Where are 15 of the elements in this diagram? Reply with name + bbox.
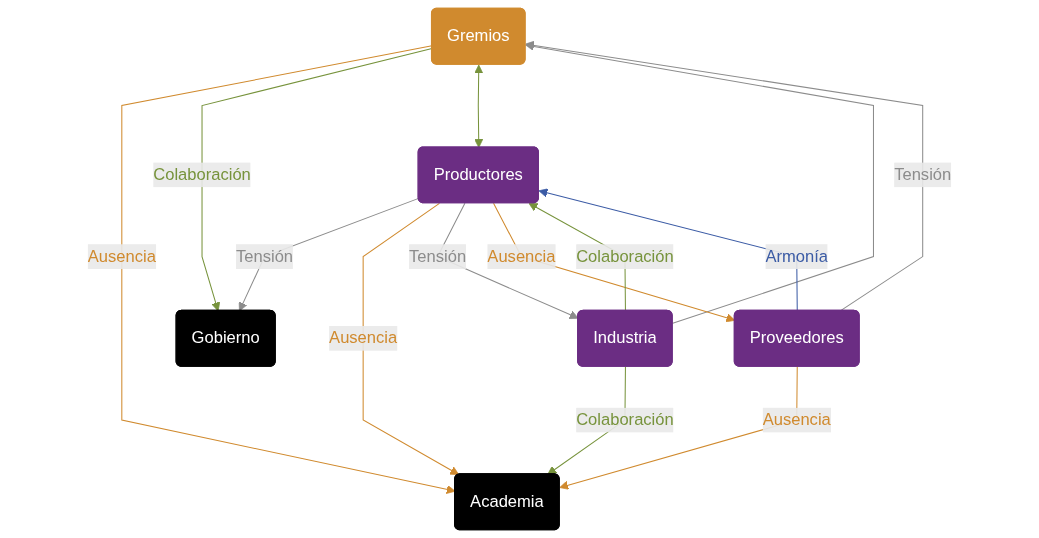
arrow bbox=[474, 64, 484, 148]
edge-label: Tensión bbox=[409, 247, 467, 265]
edge-label: Armonía bbox=[765, 247, 829, 265]
arrow bbox=[362, 202, 460, 476]
edge-label: Ausencia bbox=[329, 329, 398, 347]
edge-label: Colaboración bbox=[153, 165, 251, 184]
edge-label: Ausencia bbox=[762, 410, 831, 429]
edge-label: Tensión bbox=[894, 165, 952, 184]
edge-label: Colaboración bbox=[576, 410, 674, 429]
arrow bbox=[559, 366, 798, 490]
edge-label: Tensión bbox=[236, 247, 294, 265]
edge-label: Ausencia bbox=[487, 247, 556, 265]
arrow bbox=[538, 188, 798, 312]
edge-label: Ausencia bbox=[87, 247, 156, 265]
edge-label: Colaboración bbox=[576, 247, 674, 265]
